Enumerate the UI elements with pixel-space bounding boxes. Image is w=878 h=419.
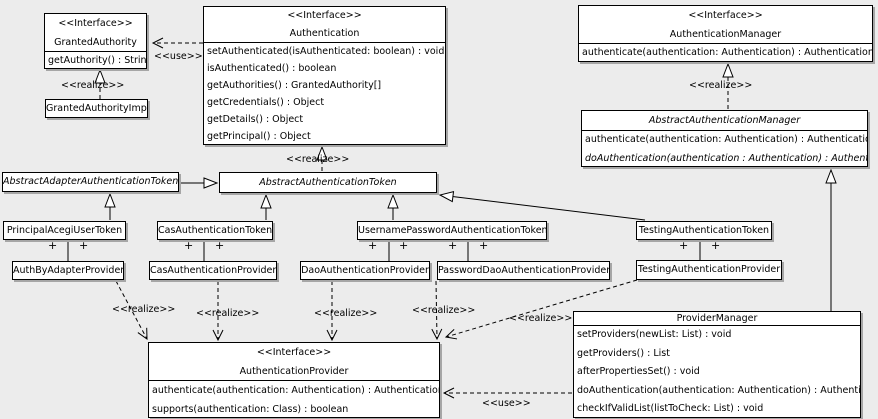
assoc-plus-label: + [711, 239, 721, 252]
method: getDetails() : Object [207, 114, 304, 125]
stereotype-label: <<Interface>> [688, 10, 763, 21]
class-dao-authentication-provider: DaoAuthenticationProvider [300, 261, 430, 280]
class-name: ProviderManager [676, 313, 758, 324]
method: getAuthority() : String [48, 55, 146, 66]
method: doAuthentication(authentication : Authen… [585, 152, 867, 164]
stereotype-label: <<Interface>> [256, 347, 332, 358]
realize-label: <<realize>> [61, 80, 125, 91]
class-authentication-manager: <<Interface>> AuthenticationManager auth… [578, 5, 873, 62]
class-name: Authentication [289, 28, 360, 39]
realize-label: <<realize>> [196, 308, 260, 319]
class-cas-authentication-token: CasAuthenticationToken [157, 221, 273, 240]
class-name: AuthByAdapterProvider [13, 265, 124, 276]
class-testing-authentication-token: TestingAuthenticationToken [636, 221, 772, 240]
class-authentication: <<Interface>> Authentication setAuthenti… [203, 6, 446, 145]
assoc-plus-label: + [399, 239, 409, 252]
use-label: <<use>> [154, 51, 203, 62]
assoc-plus-label: + [79, 239, 89, 252]
class-granted-authority: <<Interface>> GrantedAuthority getAuthor… [44, 13, 147, 69]
class-name: UsernamePasswordAuthenticationToken [358, 225, 547, 236]
stereotype-label: <<Interface>> [287, 10, 362, 21]
method: getProviders() : List [577, 347, 670, 359]
class-name: AuthenticationProvider [239, 366, 349, 377]
class-principal-acegi-user-token: PrincipalAcegiUserToken [3, 221, 126, 240]
compartment-divider [149, 380, 439, 381]
class-name: GrantedAuthority [54, 37, 137, 48]
class-name: PasswordDaoAuthenticationProvider [438, 265, 610, 276]
class-password-dao-authentication-provider: PasswordDaoAuthenticationProvider [437, 261, 610, 280]
method: setAuthenticated(isAuthenticated: boolea… [207, 46, 445, 57]
assoc-plus-label: + [368, 239, 378, 252]
method: doAuthentication(authentication: Authent… [577, 384, 860, 396]
method: checkIfValidList(listToCheck: List) : vo… [577, 403, 764, 414]
realize-label: <<realize>> [412, 305, 476, 316]
method: setProviders(newList: List) : void [577, 329, 732, 340]
class-granted-authority-impl: GrantedAuthorityImpl [45, 99, 148, 118]
class-provider-manager: ProviderManager setProviders(newList: Li… [573, 311, 861, 418]
method: authenticate(authentication: Authenticat… [585, 134, 867, 145]
method: afterPropertiesSet() : void [577, 366, 700, 377]
assoc-plus-label: + [448, 239, 458, 252]
class-name: GrantedAuthorityImpl [46, 103, 148, 114]
compartment-divider [45, 51, 146, 52]
gen-edge-testingauthenticationtoken [438, 190, 646, 221]
realize-label: <<realize>> [509, 313, 573, 324]
realize-edge-testingprovider [444, 279, 638, 340]
realize-label: <<realize>> [286, 154, 350, 165]
class-name: PrincipalAcegiUserToken [6, 225, 123, 236]
class-name: DaoAuthenticationProvider [301, 265, 429, 276]
class-name: AuthenticationManager [669, 29, 782, 40]
compartment-divider [574, 325, 860, 326]
class-name: AbstractAuthenticationToken [259, 177, 397, 188]
method: authenticate(authentication: Authenticat… [582, 47, 872, 58]
method: getPrincipal() : Object [207, 131, 311, 142]
class-name: AbstractAuthenticationManager [648, 115, 801, 126]
realize-label: <<realize>> [112, 304, 176, 315]
method: isAuthenticated() : boolean [207, 63, 337, 74]
class-name: CasAuthenticationToken [158, 225, 273, 236]
assoc-plus-label: + [215, 239, 225, 252]
stereotype-label: <<Interface>> [58, 18, 133, 29]
class-authentication-provider: <<Interface>> AuthenticationProvider aut… [148, 342, 440, 418]
class-testing-authentication-provider: TestingAuthenticationProvider [636, 260, 782, 280]
assoc-plus-label: + [679, 239, 689, 252]
method: supports(authentication: Class) : boolea… [152, 404, 349, 415]
realize-edge-authbyadapterprovider [115, 280, 148, 340]
method: getAuthorities() : GrantedAuthority[] [207, 80, 382, 91]
compartment-divider [204, 42, 445, 43]
assoc-plus-label: + [479, 239, 489, 252]
realize-edge-passworddaoprovider [431, 280, 443, 341]
class-name: AbstractAdapterAuthenticationToken [3, 176, 179, 187]
realize-label: <<realize>> [689, 80, 753, 91]
compartment-divider [579, 43, 872, 44]
class-name: TestingAuthenticationToken [638, 225, 770, 236]
method: getCredentials() : Object [207, 97, 325, 108]
class-cas-authentication-provider: CasAuthenticationProvider [149, 261, 277, 280]
class-auth-by-adapter-provider: AuthByAdapterProvider [12, 261, 124, 280]
method: authenticate(authentication: Authenticat… [152, 385, 439, 396]
assoc-plus-label: + [184, 239, 194, 252]
class-username-password-authentication-token: UsernamePasswordAuthenticationToken [357, 221, 547, 240]
class-abstract-authentication-token: AbstractAuthenticationToken [219, 172, 437, 193]
class-abstract-adapter-authentication-token: AbstractAdapterAuthenticationToken [2, 172, 179, 192]
realize-label: <<realize>> [314, 308, 378, 319]
class-name: TestingAuthenticationProvider [637, 264, 781, 275]
use-label: <<use>> [482, 398, 531, 409]
assoc-plus-label: + [48, 239, 58, 252]
class-name: CasAuthenticationProvider [150, 265, 277, 276]
class-abstract-authentication-manager: AbstractAuthenticationManager authentica… [581, 110, 868, 167]
compartment-divider [582, 130, 867, 131]
